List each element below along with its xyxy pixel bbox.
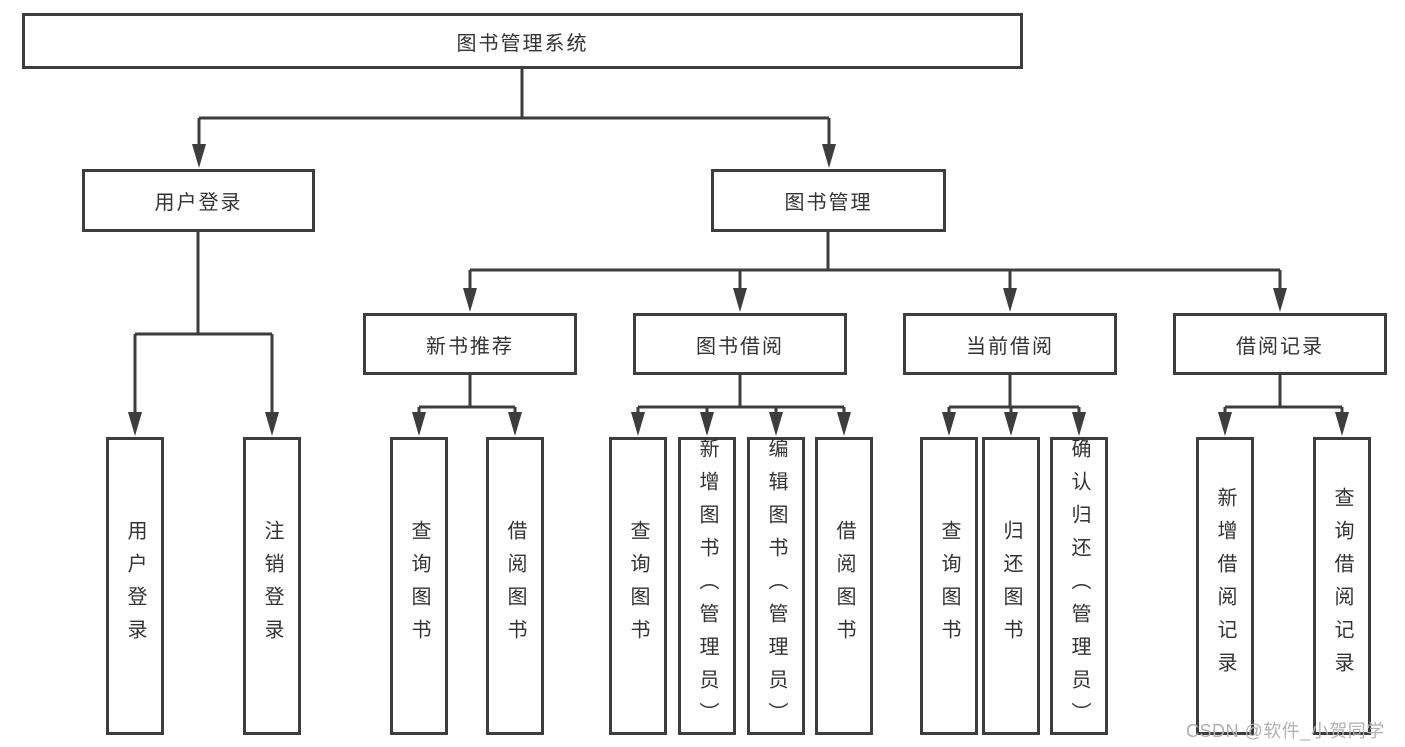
leaf-query-books-recommend: 查询图书 [390,437,448,735]
node-root-label: 图书管理系统 [456,32,589,55]
node-borrow-records-label: 借阅记录 [1236,335,1324,358]
node-new-book-recommend-label: 新书推荐 [426,335,514,358]
leaf-add-borrow-record-label: 新增借阅记录 [1214,487,1236,685]
leaf-add-borrow-record: 新增借阅记录 [1196,437,1254,735]
leaf-logout: 注销登录 [243,437,301,735]
leaf-query-books-borrow-label: 查询图书 [627,520,649,652]
leaf-query-books-recommend-label: 查询图书 [408,520,430,652]
node-current-borrow: 当前借阅 [903,313,1117,375]
connector-login-to-leaves [133,232,274,420]
leaf-query-books-current-label: 查询图书 [938,520,960,652]
leaf-edit-book-admin: 编辑图书（管理员） [747,437,805,735]
connector-newbook-to-leaves [417,375,517,420]
leaf-add-book-admin: 新增图书（管理员） [678,437,736,735]
leaf-query-borrow-record-label: 查询借阅记录 [1331,487,1353,685]
leaf-borrow-books-recommend-label: 借阅图书 [504,520,526,652]
leaf-borrow-books-recommend: 借阅图书 [486,437,544,735]
leaf-confirm-return-admin-label: 确认归还（管理员） [1068,437,1090,735]
leaf-query-books-current: 查询图书 [920,437,978,735]
leaf-logout-label: 注销登录 [261,520,283,652]
node-current-borrow-label: 当前借阅 [966,335,1054,358]
leaf-confirm-return-admin: 确认归还（管理员） [1050,437,1108,735]
node-new-book-recommend: 新书推荐 [363,313,577,375]
leaf-edit-book-admin-label: 编辑图书（管理员） [765,437,787,735]
node-book-management-label: 图书管理 [784,192,873,214]
leaf-add-book-admin-label: 新增图书（管理员） [696,437,718,735]
node-book-borrow-label: 图书借阅 [696,335,784,358]
leaf-borrow-books: 借阅图书 [815,437,873,735]
node-root: 图书管理系统 [22,13,1023,69]
node-user-login-label: 用户登录 [154,192,243,214]
connector-borrow-to-leaves [636,375,846,420]
leaf-return-books-label: 归还图书 [1000,520,1022,652]
node-borrow-records: 借阅记录 [1173,313,1387,375]
arrowheads [128,144,1349,436]
leaf-user-login: 用户登录 [106,437,164,735]
leaf-user-login-label: 用户登录 [124,520,146,652]
node-user-login: 用户登录 [82,169,315,232]
node-book-borrow: 图书借阅 [633,313,847,375]
leaf-query-books-borrow: 查询图书 [609,437,667,735]
connector-records-to-leaves [1223,375,1344,420]
leaf-query-borrow-record: 查询借阅记录 [1313,437,1371,735]
leaf-borrow-books-label: 借阅图书 [833,520,855,652]
node-book-management: 图书管理 [711,169,946,232]
connector-bookmgmt-to-level3 [468,232,1282,296]
csdn-watermark: CSDN @软件_小贺同学 [1186,721,1385,741]
leaf-return-books: 归还图书 [982,437,1040,735]
connector-root-to-level2 [197,69,831,150]
